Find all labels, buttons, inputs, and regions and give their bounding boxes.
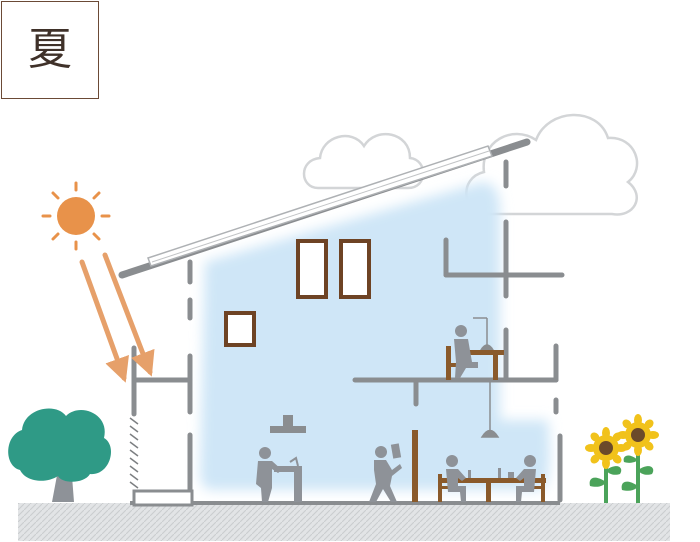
entrance-step <box>132 489 194 507</box>
tree-icon <box>8 408 112 502</box>
roof <box>118 138 531 279</box>
window <box>224 239 371 347</box>
sun-icon <box>41 181 111 251</box>
pendant-lamp <box>473 317 500 438</box>
sunflower-icon <box>585 427 627 503</box>
wood-post <box>412 430 418 502</box>
person-icon <box>454 325 478 378</box>
desk <box>446 346 504 380</box>
house-walls <box>131 159 565 503</box>
kitchen-counter <box>274 456 302 502</box>
ground <box>18 503 670 541</box>
range-hood <box>270 415 306 433</box>
annex-post <box>129 417 139 489</box>
person-icon <box>516 455 536 502</box>
person-icon <box>369 443 402 502</box>
dining-table <box>438 474 546 502</box>
season-badge: 夏 <box>1 1 99 99</box>
interior-light <box>200 182 550 490</box>
sunlight-arrow <box>79 252 155 383</box>
table-items <box>468 468 514 478</box>
person-icon <box>256 447 282 502</box>
sunflower-icon <box>617 414 659 503</box>
cloud-icon <box>465 113 639 216</box>
person-icon <box>446 455 466 502</box>
season-label: 夏 <box>28 24 72 75</box>
